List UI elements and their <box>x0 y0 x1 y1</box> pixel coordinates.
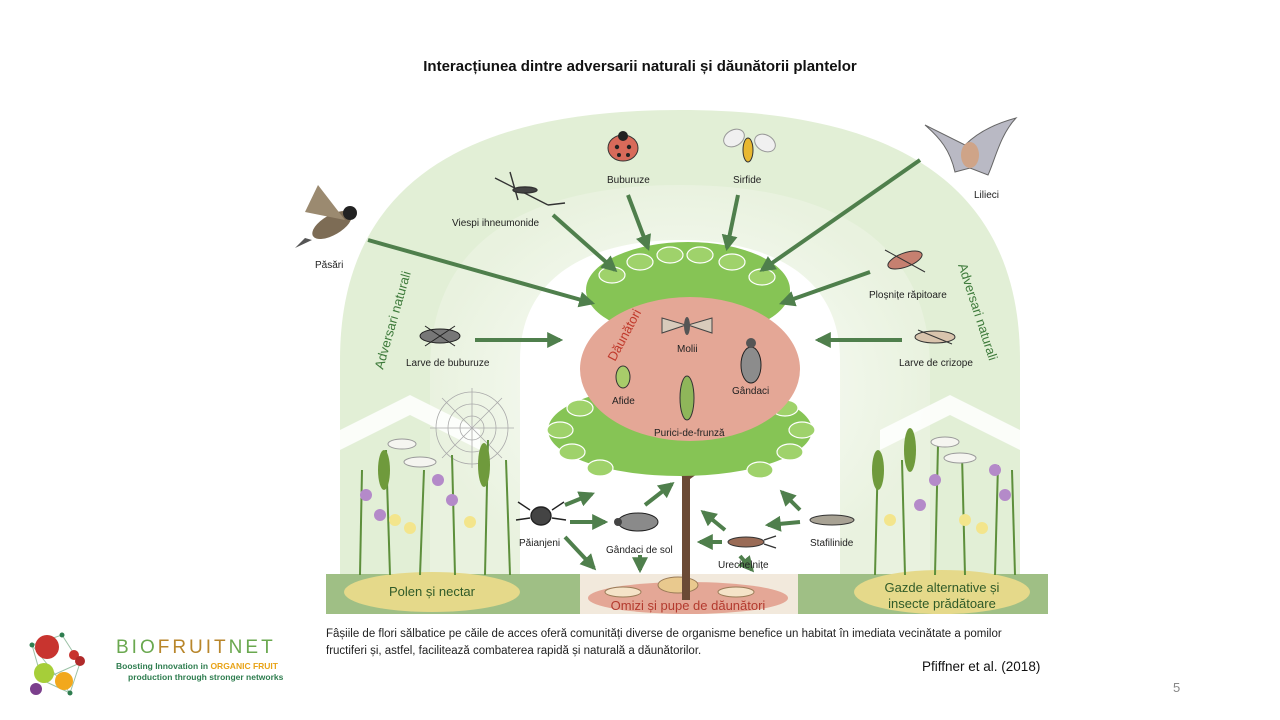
pest-ellipse <box>580 297 800 441</box>
label-pollen-nectar: Polen și nectar <box>389 584 476 599</box>
tree-trunk <box>676 450 690 600</box>
arrow-spiders-down <box>563 535 597 571</box>
caterpillar-icon <box>717 586 755 598</box>
arrow-rove-beetle-up <box>779 489 802 512</box>
hoverfly-icon <box>723 128 776 163</box>
label-predatory-bugs: Ploșnițe răpitoare <box>869 290 947 301</box>
label-ground-beetles: Gândaci de sol <box>606 545 673 556</box>
ladybird-icon <box>607 131 639 162</box>
bird-icon <box>295 185 357 248</box>
label-lacewing-larvae: Larve de crizope <box>899 358 973 369</box>
label-wasps: Viespi ihneumonide <box>452 218 540 229</box>
arrow-spiders-up <box>564 491 595 507</box>
arrow-rove-beetle-left <box>764 515 801 532</box>
biofruitnet-logo-icon <box>29 632 85 696</box>
lacewing-larva-icon <box>914 329 956 345</box>
aphid-icon <box>615 365 631 389</box>
label-hoverflies: Sirfide <box>733 175 762 186</box>
right-chevron <box>880 395 1020 450</box>
arrow-wasps <box>551 213 618 273</box>
label-rove-beetles: Stafilinide <box>810 538 854 549</box>
predatory-bug-icon <box>884 249 926 273</box>
tagline-1-a: Boosting Innovation in <box>116 661 211 671</box>
tree-leaves <box>546 246 816 479</box>
arrow-earwig-up <box>700 509 727 532</box>
wasp-icon <box>494 171 566 206</box>
arrows <box>367 158 922 574</box>
pupa-icon <box>657 576 699 594</box>
caption: Fâșiile de flori sălbatice pe căile de a… <box>326 626 1046 660</box>
tagline-2: production through stronger networks <box>128 672 284 682</box>
label-beetles: Gândaci <box>732 386 769 397</box>
beetle-icon <box>740 338 762 384</box>
arrow-ladybirds <box>626 194 651 251</box>
brand-part-fruit: FRUIT <box>157 637 229 658</box>
tagline-1: Boosting Innovation in ORGANIC FRUIT <box>116 661 278 671</box>
flower-strip-left <box>359 438 511 576</box>
arrow-birds <box>367 238 596 308</box>
caption-line-1: Fâșiile de flori sălbatice pe căile de a… <box>326 628 1002 640</box>
label-aphids: Afide <box>612 396 635 407</box>
caption-line-2: fructiferi și, astfel, facilitează comba… <box>326 645 702 657</box>
label-earwigs: Urechelnițe <box>718 560 769 571</box>
label-spiders: Păianjeni <box>519 538 560 549</box>
arrow-ground-beetle-up <box>643 482 675 507</box>
left-chevron <box>340 395 480 450</box>
label-moths: Molii <box>677 344 698 355</box>
pollen-ellipse <box>344 572 520 612</box>
rove-beetle-icon <box>809 514 855 526</box>
spider-icon <box>515 501 567 526</box>
caterpillar-icon <box>604 586 642 598</box>
arrow-bats <box>759 158 922 272</box>
page-title: Interacțiunea dintre adversarii naturali… <box>423 58 857 75</box>
flower-strip-right <box>872 428 1016 576</box>
arrow-earwig-down <box>737 554 755 573</box>
page-number: 5 <box>1173 680 1181 695</box>
earwig-icon <box>727 535 777 549</box>
label-ladybird-larvae: Larve de buburuze <box>406 358 490 369</box>
ladybird-larva-icon <box>419 325 461 347</box>
hosts-ellipse <box>854 570 1030 614</box>
label-pest-larvae: Omizi și pupe de dăunători <box>611 598 766 613</box>
label-alt-hosts-2: insecte prădătoare <box>888 596 996 611</box>
label-alt-hosts-1: Gazde alternative și <box>885 580 1000 595</box>
moth-icon <box>661 317 713 335</box>
bat-icon <box>924 117 1018 176</box>
label-leafhoppers: Purici-de-frunză <box>654 428 725 439</box>
arrow-predatory-bugs <box>778 270 871 307</box>
label-ladybirds: Buburuze <box>607 175 650 186</box>
spider-web-icon <box>430 388 514 468</box>
tagline-1-b: ORGANIC FRUIT <box>210 661 278 671</box>
leafhopper-icon <box>679 375 695 421</box>
label-birds: Păsări <box>315 260 343 271</box>
ground-beetle-icon <box>614 512 659 532</box>
brand-part-bio: BIO <box>116 637 158 658</box>
citation: Pfiffner et al. (2018) <box>922 659 1041 674</box>
arrow-hoverflies <box>721 194 740 252</box>
label-bats: Lilieci <box>974 190 999 201</box>
brand-name: BIOFRUITNET <box>116 637 276 659</box>
brand-part-net: NET <box>228 637 276 658</box>
